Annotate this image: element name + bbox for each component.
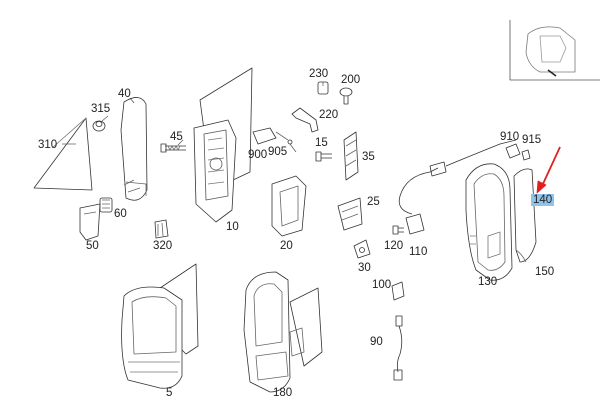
label-60: 60 — [114, 208, 127, 220]
vehicle-thumbnail — [509, 20, 600, 81]
part-315-clip — [92, 120, 106, 132]
label-200: 200 — [341, 74, 361, 86]
label-220: 220 — [319, 109, 339, 121]
part-15-screw — [315, 151, 332, 162]
part-320 — [154, 219, 169, 239]
label-10: 10 — [226, 221, 239, 233]
part-200 — [339, 87, 353, 105]
part-910-915 — [505, 143, 531, 161]
label-900: 900 — [248, 149, 268, 161]
part-20-cover — [271, 175, 307, 237]
part-900-connector — [252, 127, 293, 145]
label-180: 180 — [273, 387, 293, 399]
label-915: 915 — [522, 134, 542, 146]
part-45-screw — [160, 143, 186, 153]
label-35: 35 — [362, 151, 375, 163]
label-230: 230 — [309, 68, 329, 80]
part-60 — [99, 197, 113, 213]
label-20: 20 — [280, 240, 293, 252]
label-30: 30 — [358, 262, 371, 274]
label-140-highlighted: 140 — [531, 194, 555, 206]
part-220 — [291, 107, 319, 133]
label-130: 130 — [478, 276, 498, 288]
label-50: 50 — [86, 240, 99, 252]
label-90: 90 — [370, 336, 383, 348]
label-25: 25 — [367, 196, 380, 208]
part-10-housing — [193, 67, 253, 223]
part-140-150-lens — [513, 168, 537, 263]
part-180-mirror — [243, 271, 323, 393]
label-45: 45 — [170, 131, 183, 143]
part-30 — [353, 239, 371, 259]
highlight-arrow — [536, 146, 561, 194]
part-5-mirror — [121, 263, 199, 389]
label-120: 120 — [384, 240, 404, 252]
label-910: 910 — [500, 131, 520, 143]
label-100: 100 — [372, 279, 392, 291]
part-310-glass — [33, 117, 93, 191]
part-110-wiring — [392, 139, 517, 235]
label-315: 315 — [91, 103, 111, 115]
leader-lines — [62, 82, 324, 153]
label-320: 320 — [153, 240, 173, 252]
part-50-bracket — [79, 203, 101, 241]
part-130-housing — [465, 163, 513, 281]
label-40: 40 — [118, 88, 131, 100]
part-100 — [391, 281, 405, 301]
label-150: 150 — [535, 266, 555, 278]
part-90-cable — [393, 315, 403, 381]
label-905: 905 — [268, 146, 288, 158]
label-110: 110 — [409, 246, 428, 258]
label-310: 310 — [38, 139, 58, 151]
part-35-motor — [343, 131, 359, 181]
label-15: 15 — [315, 137, 328, 149]
part-25 — [337, 197, 363, 231]
part-40-cover — [120, 97, 148, 201]
label-5: 5 — [166, 387, 173, 399]
